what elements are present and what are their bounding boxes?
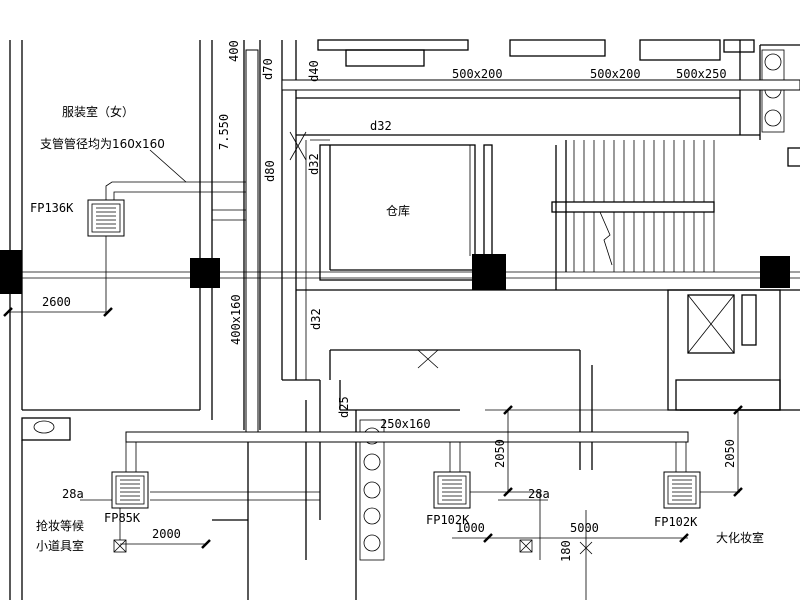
fan-coil-unit-fp102k-2	[663, 471, 701, 509]
fan-coil-unit-fp85k	[111, 471, 149, 509]
labels: 服装室（女） 仓库 抢妆等候 小道具室 大化妆室 支管管径均为160x160 5…	[30, 40, 764, 562]
valve-label: 28a	[528, 487, 550, 501]
dimension-label: 1000	[456, 521, 485, 535]
unit-label: FP102K	[654, 515, 698, 529]
duct-size-label: 500x200	[590, 67, 641, 81]
walls	[9, 39, 800, 600]
dimension-label: 2600	[42, 295, 71, 309]
room-label-large-makeup: 大化妆室	[716, 530, 764, 545]
duct-size-label: 500x200	[452, 67, 503, 81]
room-label-warehouse: 仓库	[386, 203, 410, 218]
lower-branch-duct	[125, 431, 689, 443]
fan-coil-units	[87, 199, 701, 509]
duct-size-label: 400x160	[229, 294, 243, 345]
dimension-lines	[3, 149, 743, 549]
room-label-dressing-female: 服装室（女）	[62, 104, 134, 119]
fan-coil-unit-fp136k	[87, 199, 125, 237]
dimension-label: 2050	[723, 439, 737, 468]
unit-label: FP136K	[30, 201, 74, 215]
ducts	[0, 49, 800, 560]
top-supply-duct	[281, 79, 800, 91]
valve-icon	[519, 539, 533, 553]
dimension-label: 2000	[152, 527, 181, 541]
pipe-size-label: d32	[370, 119, 392, 133]
pipe-size-label: d40	[307, 60, 321, 82]
valves	[113, 508, 593, 600]
fan-coil-unit-fp102k-1	[433, 471, 471, 509]
pipe-size-label: d25	[337, 396, 351, 418]
room-label-prop-room: 小道具室	[36, 538, 84, 553]
pipe-size-label: d80	[263, 160, 277, 182]
pipe-size-label: d70	[261, 58, 275, 80]
dimension-label: 2050	[493, 439, 507, 468]
duct-size-label: 500x250	[676, 67, 727, 81]
dimension-label: 180	[559, 540, 573, 562]
duct-size-label: 400	[227, 40, 241, 62]
branch-pipe-note: 支管管径均为160x160	[40, 136, 165, 151]
duct-size-label: 250x160	[380, 417, 431, 431]
pipe-size-label: d32	[309, 308, 323, 330]
valve-icon	[113, 508, 127, 553]
room-label-makeup-waiting: 抢妆等候	[36, 518, 84, 533]
pipe-size-label: 7.550	[217, 114, 231, 150]
column	[190, 258, 220, 288]
valve-icon	[579, 510, 593, 600]
unit-label: FP85K	[104, 511, 141, 525]
dimension-label: 5000	[570, 521, 599, 535]
pipe-size-label: d32	[307, 153, 321, 175]
valve-label: 28a	[62, 487, 84, 501]
main-vertical-duct	[245, 49, 259, 441]
unit-label: FP102K	[426, 513, 470, 527]
